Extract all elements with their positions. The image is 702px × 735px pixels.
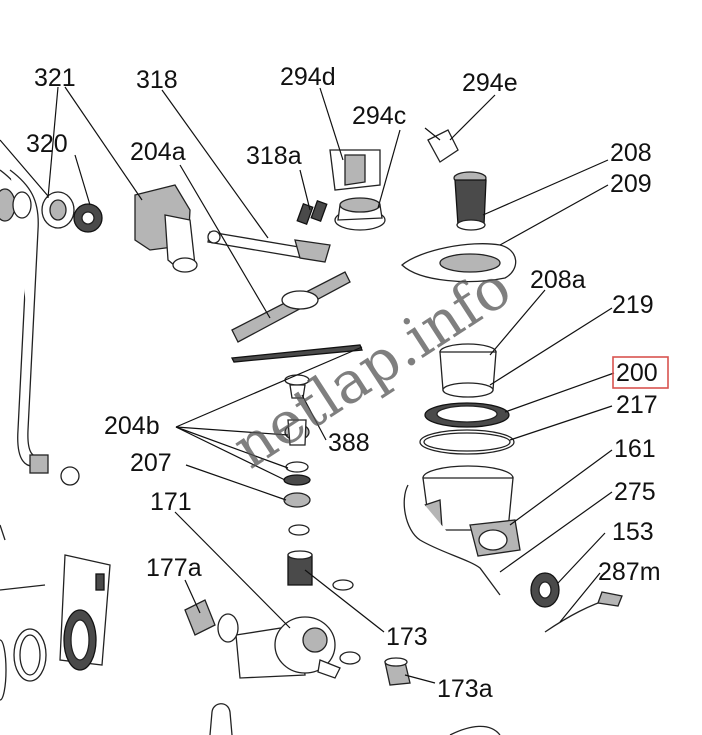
label-287m: 287m bbox=[598, 558, 661, 586]
part-177a-inlet bbox=[184, 599, 239, 643]
label-177a: 177a bbox=[146, 554, 202, 582]
left-bottom-parts bbox=[0, 524, 111, 701]
part-208a-strainer bbox=[439, 343, 497, 398]
part-204a-manifold bbox=[134, 184, 198, 273]
label-153: 153 bbox=[612, 518, 654, 546]
highlight-box-200 bbox=[612, 356, 669, 389]
label-204a: 204a bbox=[130, 138, 186, 166]
part-219-ring bbox=[424, 402, 510, 428]
label-207: 207 bbox=[130, 449, 172, 477]
label-219: 219 bbox=[612, 291, 654, 319]
label-217: 217 bbox=[616, 391, 658, 419]
label-173a: 173a bbox=[437, 675, 493, 703]
label-208a: 208a bbox=[530, 266, 586, 294]
part-173-hose bbox=[287, 550, 361, 665]
part-173a-elbow bbox=[384, 657, 411, 686]
part-294e-connector bbox=[424, 127, 459, 163]
label-321: 321 bbox=[34, 64, 76, 92]
part-161-heater bbox=[469, 519, 521, 557]
label-204b: 204b bbox=[104, 412, 160, 440]
part-294c-cap bbox=[334, 197, 386, 231]
part-200-gasket bbox=[419, 429, 515, 455]
part-287m-cable bbox=[544, 591, 623, 633]
leader-lines bbox=[0, 86, 615, 684]
part-318a-clips bbox=[296, 199, 328, 226]
part-294d-bracket bbox=[329, 149, 381, 191]
label-275: 275 bbox=[614, 478, 656, 506]
part-204b-spray-arm bbox=[230, 271, 363, 363]
label-161: 161 bbox=[614, 435, 656, 463]
part-171-pump bbox=[235, 616, 341, 679]
part-217-sump bbox=[403, 465, 514, 596]
bottom-hose bbox=[209, 703, 501, 735]
part-153-sensor bbox=[530, 572, 560, 608]
left-drain-hose bbox=[0, 169, 103, 486]
label-173: 173 bbox=[386, 623, 428, 651]
part-209-flat-filter bbox=[401, 243, 517, 283]
label-294d: 294d bbox=[280, 63, 336, 91]
part-208-filter bbox=[453, 171, 487, 231]
label-171: 171 bbox=[150, 488, 192, 516]
label-208: 208 bbox=[610, 139, 652, 167]
callout-labels: 321 318 294d 294e 320 204a 318a 294c 208… bbox=[26, 63, 669, 703]
label-318: 318 bbox=[136, 66, 178, 94]
label-320: 320 bbox=[26, 130, 68, 158]
label-294c: 294c bbox=[352, 102, 406, 130]
label-209: 209 bbox=[610, 170, 652, 198]
label-200: 200 bbox=[616, 359, 658, 387]
label-318a: 318a bbox=[246, 142, 302, 170]
label-294e: 294e bbox=[462, 69, 518, 97]
part-318-spray-tube bbox=[207, 230, 331, 263]
label-388: 388 bbox=[328, 429, 370, 457]
